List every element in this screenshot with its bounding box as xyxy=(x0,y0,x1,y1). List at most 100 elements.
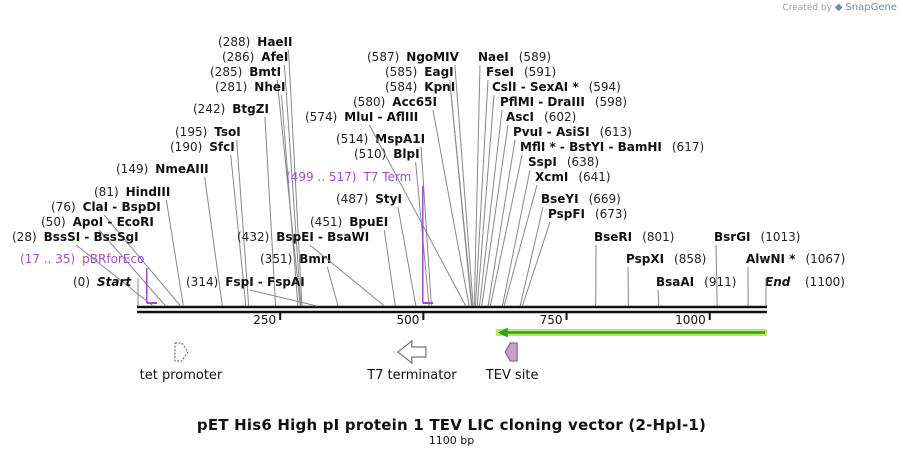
enzyme-site-position: (81) xyxy=(94,185,119,199)
enzyme-site-name: BspEI - BsaWI xyxy=(276,230,369,244)
enzyme-leader-line xyxy=(288,49,303,307)
enzyme-site-position: (598) xyxy=(595,95,627,109)
enzyme-leader-line xyxy=(264,116,277,307)
enzyme-leader-line xyxy=(503,184,538,307)
enzyme-site-position: (587) xyxy=(367,50,399,64)
feature-label: tet promoter xyxy=(140,368,223,383)
enzyme-site-name: StyI xyxy=(375,192,402,206)
enzyme-site-position: (617) xyxy=(672,140,704,154)
enzyme-site-position: (574) xyxy=(305,110,337,124)
enzyme-leader-line xyxy=(521,221,551,307)
enzyme-site-position: (514) xyxy=(336,132,368,146)
enzyme-leader-line xyxy=(368,124,467,307)
enzyme-site-position: (585) xyxy=(385,65,417,79)
enzyme-leader-line xyxy=(397,206,417,307)
enzyme-site-position: (281) xyxy=(215,80,247,94)
enzyme-site-name: HindIII xyxy=(126,185,171,199)
enzyme-site-position: (669) xyxy=(589,192,621,206)
enzyme-site-name: NgoMIV xyxy=(406,50,459,64)
enzyme-site-name: BmtI xyxy=(249,65,281,79)
end-label: End xyxy=(765,275,791,289)
enzyme-site-position: (195) xyxy=(175,125,207,139)
enzyme-site-name: TsoI xyxy=(214,125,240,139)
enzyme-site-name: HaeII xyxy=(257,35,292,49)
scale-tick-label: 500 xyxy=(396,313,419,327)
enzyme-leader-line xyxy=(454,64,474,307)
end-position: (1100) xyxy=(805,275,845,289)
enzyme-site-name: EagI xyxy=(424,65,453,79)
enzyme-site-name: FseI xyxy=(486,65,514,79)
enzyme-site-position: (638) xyxy=(567,155,599,169)
scale-tick-label: 750 xyxy=(540,313,563,327)
enzyme-site-name: AlwNI * xyxy=(746,252,796,266)
enzyme-site-position: (911) xyxy=(704,275,736,289)
enzyme-leader-line xyxy=(473,64,481,307)
enzyme-site-position: (602) xyxy=(544,110,576,124)
scale-tick-label: 250 xyxy=(253,313,276,327)
enzyme-site-position: (432) xyxy=(237,230,269,244)
map-title: pET His6 High pI protein 1 TEV LIC cloni… xyxy=(196,416,707,434)
enzyme-site-position: (584) xyxy=(385,80,417,94)
enzyme-site-name: NaeI xyxy=(478,50,509,64)
primer-name: pBRforEco xyxy=(82,252,144,266)
feature-label: TEV site xyxy=(485,368,539,383)
enzyme-site-name: BssSI - BssSgI xyxy=(44,230,139,244)
enzyme-leader-line xyxy=(420,146,432,307)
enzyme-site-position: (50) xyxy=(41,215,66,229)
enzyme-site-position: (351) xyxy=(260,252,292,266)
enzyme-site-name: SspI xyxy=(528,155,557,169)
enzyme-leader-line xyxy=(236,139,250,307)
enzyme-site-position: (801) xyxy=(642,230,674,244)
enzyme-site-position: (1067) xyxy=(805,252,845,266)
enzyme-site-position: (510) xyxy=(354,147,386,161)
terminator-arrow-icon xyxy=(397,339,427,365)
enzyme-leader-line xyxy=(103,214,181,307)
enzyme-site-name: BsrGI xyxy=(714,230,751,244)
enzyme-leader-line xyxy=(309,244,385,307)
enzyme-leader-line xyxy=(230,154,247,307)
enzyme-leader-line xyxy=(487,139,516,307)
enzyme-site-name: Acc65I xyxy=(392,95,437,109)
primer-range: (499 .. 517) xyxy=(286,170,356,184)
enzyme-leader-line xyxy=(474,79,489,307)
enzyme-leader-line xyxy=(204,176,223,307)
enzyme-site-name: CslI - SexAI * xyxy=(492,80,579,94)
enzyme-site-position: (641) xyxy=(578,170,610,184)
enzyme-site-name: MspA1I xyxy=(375,132,425,146)
enzyme-site-name: BseYI xyxy=(541,192,579,206)
watermark: Created by ◆ SnapGene xyxy=(782,2,897,13)
enzyme-site-position: (190) xyxy=(170,140,202,154)
enzyme-site-name: AscI xyxy=(506,110,534,124)
enzyme-site-name: PvuI - AsiSI xyxy=(513,125,590,139)
enzyme-site-name: BtgZI xyxy=(232,102,269,116)
enzyme-leader-line xyxy=(165,199,184,307)
enzyme-site-name: BlpI xyxy=(393,147,419,161)
enzyme-leader-line xyxy=(657,289,660,307)
enzyme-site-position: (673) xyxy=(595,207,627,221)
enzyme-site-position: (1013) xyxy=(761,230,801,244)
start-position: (0) xyxy=(73,275,90,289)
enzyme-site-name: KpnI xyxy=(424,80,455,94)
feature-label: T7 terminator xyxy=(366,368,457,383)
enzyme-leader-line xyxy=(283,64,302,307)
enzyme-site-name: ApoI - EcoRI xyxy=(73,215,154,229)
enzyme-site-name: PflMI - DraIII xyxy=(500,95,585,109)
enzyme-leader-line xyxy=(98,229,167,307)
start-label: Start xyxy=(97,275,132,289)
enzyme-site-name: FspI - FspAI xyxy=(225,275,304,289)
enzyme-leader-line xyxy=(481,124,509,307)
enzyme-site-name: NmeAIII xyxy=(155,162,208,176)
enzyme-leader-line xyxy=(476,94,495,307)
enzyme-site-position: (594) xyxy=(589,80,621,94)
primer-range: (17 .. 35) xyxy=(20,252,75,266)
enzyme-site-position: (288) xyxy=(218,35,250,49)
watermark-brand: SnapGene xyxy=(845,2,897,13)
watermark-prefix: Created by xyxy=(782,3,832,13)
enzyme-site-name: ClaI - BspDI xyxy=(83,200,161,214)
enzyme-leader-line xyxy=(478,109,503,307)
enzyme-site-position: (242) xyxy=(193,102,225,116)
enzyme-site-name: BpuEI xyxy=(349,215,388,229)
enzyme-leader-line xyxy=(501,169,531,307)
enzyme-site-name: XcmI xyxy=(535,170,568,184)
